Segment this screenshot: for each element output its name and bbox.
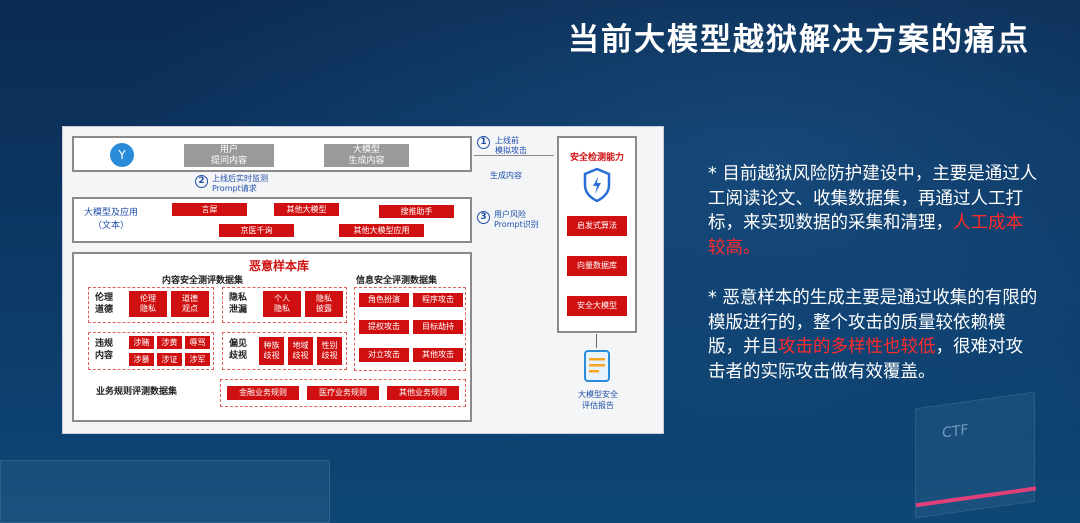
step3-label: 3 用户风险 Prompt识别 (477, 210, 539, 229)
security-title: 安全检测能力 (569, 153, 624, 163)
privacy-item-1: 个人 隐私 (263, 291, 301, 317)
ethics-label: 伦理 道德 (95, 293, 114, 315)
illegal-label: 违规 内容 (95, 339, 114, 361)
bias-label: 偏见 歧视 (229, 339, 248, 361)
page-title: 当前大模型越狱解决方案的痛点 (568, 22, 1030, 58)
gen-content-label: 生成内容 (490, 171, 522, 180)
user-llm-row: Y 用户 提问内容 大模型 生成内容 (72, 136, 472, 172)
decorative-block (0, 460, 330, 523)
attack-adversarial: 对立攻击 (359, 348, 409, 362)
bullet-2-highlight: 攻击的多样性也较低 (778, 337, 936, 357)
app-jingyi: 京医千询 (219, 224, 294, 237)
step2-label: 2 上线后实时监测 Prompt请求 (195, 174, 268, 193)
illegal-item-6: 涉军 (185, 353, 210, 366)
biz-set-title: 业务规则评测数据集 (96, 387, 178, 397)
step1-label: 1 上线前 模拟攻击 (477, 136, 547, 155)
step1-number: 1 (477, 136, 490, 149)
attack-roleplay: 角色扮演 (359, 293, 409, 307)
content-set-title: 内容安全测评数据集 (162, 276, 244, 286)
step2-text: 上线后实时监测 Prompt请求 (212, 174, 268, 193)
privacy-item-2: 隐私 披露 (305, 291, 343, 317)
ethics-item-2: 道德 观点 (171, 291, 209, 317)
biz-rule-finance: 金融业务规则 (227, 386, 299, 400)
bullet-2: * 恶意样本的生成主要是通过收集的有限的模版进行的，整个攻击的质量较依赖模版，并… (708, 286, 1038, 384)
privacy-label: 隐私 泄漏 (229, 293, 248, 315)
app-other-llm: 其他大模型 (274, 203, 339, 216)
bullet-1: * 目前越狱风险防护建设中，主要是通过人工阅读论文、收集数据集，再通过人工打标，… (708, 162, 1038, 260)
bias-item-2: 地域 歧视 (288, 337, 313, 365)
decorative-cube: CTF (915, 391, 1036, 519)
user-prompt-box: 用户 提问内容 (184, 144, 274, 167)
bias-item-1: 种族 歧视 (259, 337, 284, 365)
security-heuristic: 启发式算法 (567, 216, 627, 236)
info-set-title: 信息安全评测数据集 (356, 276, 438, 286)
app-search-assistant: 搜推助手 (379, 205, 454, 218)
step2-number: 2 (195, 175, 208, 188)
biz-rules-group: 金融业务规则 医疗业务规则 其他业务规则 (220, 379, 466, 407)
security-vector-db: 向量数据库 (567, 256, 627, 276)
step1-text: 上线前 模拟攻击 (495, 136, 527, 155)
ethics-group: 伦理 道德 伦理 隐私 道德 观点 (88, 287, 214, 323)
attack-privilege: 提权攻击 (359, 320, 409, 334)
apps-label: 大模型及应用 （文本） (84, 208, 139, 231)
biz-rule-medical: 医疗业务规则 (307, 386, 379, 400)
bullet-2-text: * 恶意样本的生成主要是通过收集的有限的模版进行的，整个攻击的质量较依赖模版，并… (708, 288, 1038, 357)
robot-icon: Y (110, 143, 134, 167)
connector-line (474, 155, 554, 156)
deco-label: CTF (942, 421, 969, 442)
security-detection-box: 安全检测能力 启发式算法 向量数据库 安全大模型 (557, 136, 637, 333)
bias-group: 偏见 歧视 种族 歧视 地域 歧视 性别 歧视 (222, 332, 347, 370)
apps-row: 大模型及应用 （文本） 言犀 其他大模型 搜推助手 京医千询 其他大模型应用 (72, 197, 472, 243)
bullet-1-text: * 目前越狱风险防护建设中，主要是通过人工阅读论文、收集数据集，再通过人工打标，… (708, 164, 1038, 233)
ethics-item-1: 伦理 隐私 (129, 291, 167, 317)
app-other-apps: 其他大模型应用 (339, 224, 424, 237)
illegal-item-1: 涉赌 (129, 336, 154, 349)
app-yanxi: 言犀 (172, 203, 247, 216)
attack-other: 其他攻击 (413, 348, 463, 362)
library-title: 恶意样本库 (249, 259, 310, 273)
shield-icon (583, 168, 611, 202)
illegal-group: 违规 内容 涉赌 涉黄 辱骂 涉暴 涉证 涉军 (88, 332, 214, 370)
bullet-2-suffix: ，很难对攻击者的实际攻击做有效覆盖。 (708, 337, 1023, 382)
report-icon (584, 350, 610, 382)
malicious-sample-library: 恶意样本库 内容安全测评数据集 信息安全评测数据集 伦理 道德 伦理 隐私 道德… (72, 252, 472, 422)
illegal-item-3: 辱骂 (185, 336, 210, 349)
attack-goal-hijack: 目标劫持 (413, 320, 463, 334)
illegal-item-4: 涉暴 (129, 353, 154, 366)
step3-text: 用户风险 Prompt识别 (494, 210, 539, 229)
architecture-diagram: Y 用户 提问内容 大模型 生成内容 1 上线前 模拟攻击 生成内容 2 上线后… (62, 126, 664, 434)
bullet-text: * 目前越狱风险防护建设中，主要是通过人工阅读论文、收集数据集，再通过人工打标，… (708, 162, 1038, 410)
bias-item-3: 性别 歧视 (317, 337, 342, 365)
bullet-1-highlight: 人工成本较高。 (708, 213, 1023, 258)
security-llm: 安全大模型 (567, 296, 627, 316)
illegal-item-5: 涉证 (157, 353, 182, 366)
biz-rule-other: 其他业务规则 (387, 386, 459, 400)
attack-program: 程序攻击 (413, 293, 463, 307)
illegal-item-2: 涉黄 (157, 336, 182, 349)
privacy-group: 隐私 泄漏 个人 隐私 隐私 披露 (222, 287, 347, 323)
report-label: 大模型安全 评估报告 (578, 390, 618, 410)
llm-output-box: 大模型 生成内容 (324, 144, 409, 167)
attack-group: 角色扮演 程序攻击 提权攻击 目标劫持 对立攻击 其他攻击 (354, 287, 466, 371)
arrow-line (596, 334, 597, 348)
step3-number: 3 (477, 211, 490, 224)
